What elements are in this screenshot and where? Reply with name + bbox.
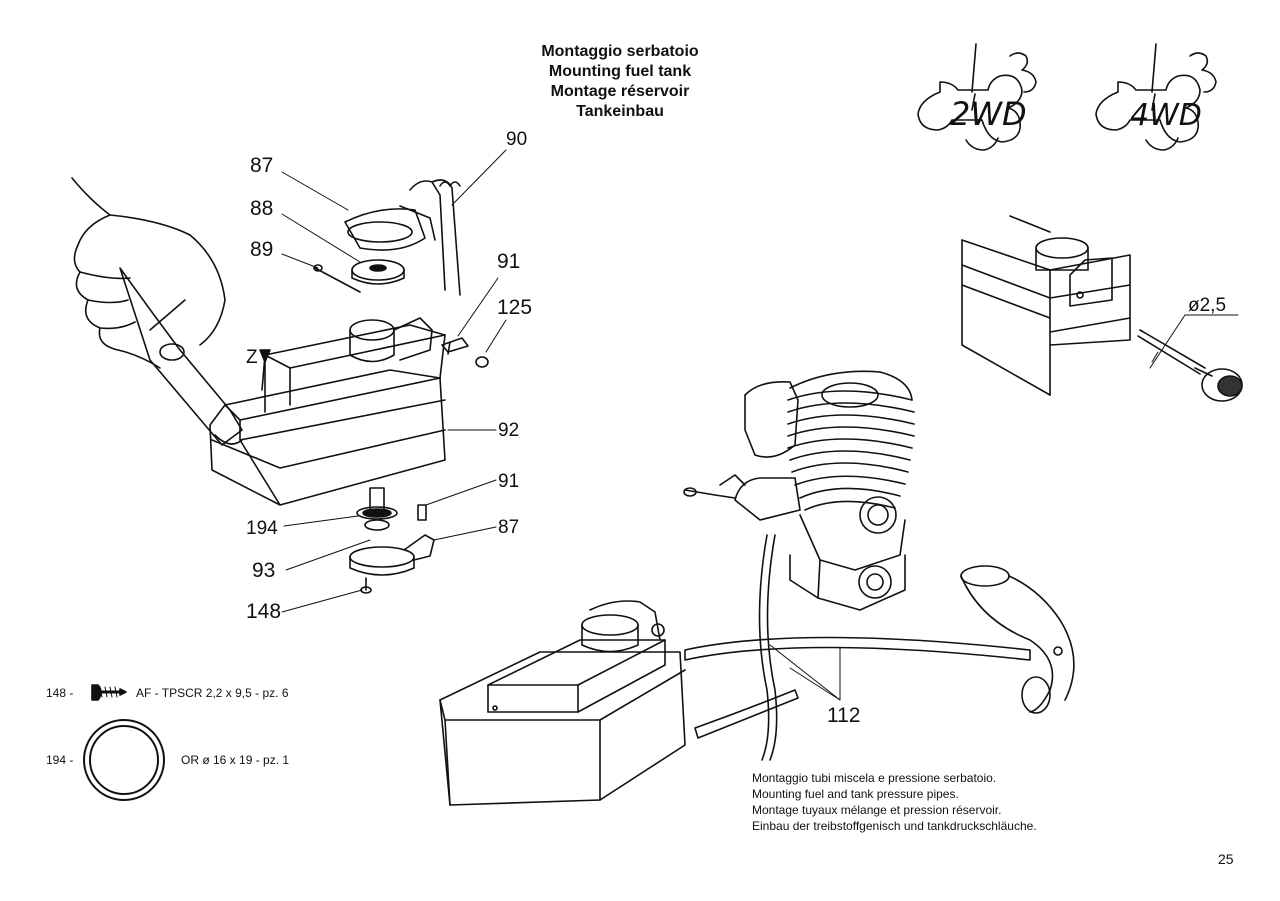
caption-french: Montage tuyaux mélange et pression réser… bbox=[752, 803, 1002, 817]
label-88-washer: 88 bbox=[250, 197, 274, 220]
page-title: Montaggio serbatoio Mounting fuel tank M… bbox=[480, 42, 760, 122]
tank-detail-right bbox=[961, 215, 1243, 402]
legend-screw-code: 148 - bbox=[46, 686, 74, 700]
label-92-tank: 92 bbox=[498, 420, 520, 441]
label-87-bottom: 87 bbox=[498, 517, 520, 538]
legend-screw-text: AF - TPSCR 2,2 x 9,5 - pz. 6 bbox=[136, 686, 289, 700]
label-148-screw: 148 bbox=[246, 600, 282, 623]
screw-glyph bbox=[91, 684, 127, 701]
label-87-cap: 87 bbox=[250, 154, 274, 177]
legend-oring-code: 194 - bbox=[46, 753, 74, 767]
hand-with-knife bbox=[71, 177, 243, 446]
badge-4wd: 4WD bbox=[1095, 43, 1217, 151]
label-91-nipple-bottom: 91 bbox=[498, 471, 520, 492]
fuel-nipple-top bbox=[441, 337, 489, 368]
badge-2wd-text: 2WD bbox=[950, 95, 1027, 133]
tank-bottom-parts bbox=[349, 487, 435, 594]
label-89-pin: 89 bbox=[250, 238, 274, 261]
label-z: Z bbox=[246, 347, 258, 368]
leader-lines bbox=[281, 149, 841, 701]
label-91-nipple-top: 91 bbox=[497, 250, 521, 273]
tank-cap-parts bbox=[313, 179, 461, 296]
title-italian: Montaggio serbatoio bbox=[541, 43, 699, 60]
badge-2wd: 2WD bbox=[917, 43, 1037, 151]
label-90-spring: 90 bbox=[506, 129, 528, 150]
legend-oring-text: OR ø 16 x 19 - pz. 1 bbox=[181, 753, 290, 767]
title-english: Mounting fuel tank bbox=[548, 63, 692, 80]
label-93-ring: 93 bbox=[252, 559, 276, 582]
caption-german: Einbau der treibstoffgenisch und tankdru… bbox=[752, 819, 1037, 833]
page-number: 25 bbox=[1218, 851, 1234, 867]
title-french: Montage réservoir bbox=[550, 83, 690, 100]
oring-glyph bbox=[83, 719, 165, 801]
fuel-tank-exploded bbox=[209, 317, 446, 506]
badge-4wd-text: 4WD bbox=[1130, 98, 1202, 133]
caption-english: Mounting fuel and tank pressure pipes. bbox=[752, 787, 959, 801]
pipes-caption: Montaggio tubi miscela e pressione serba… bbox=[752, 770, 1037, 834]
fuel-tank-installed bbox=[439, 600, 686, 806]
label-112-pipes: 112 bbox=[827, 704, 861, 727]
title-german: Tankeinbau bbox=[576, 103, 664, 120]
caption-italian: Montaggio tubi miscela e pressione serba… bbox=[752, 771, 997, 785]
engine-assembly bbox=[683, 370, 1075, 761]
label-194-oring: 194 bbox=[246, 518, 278, 539]
label-diameter: ø2,5 bbox=[1188, 295, 1227, 316]
label-125-clip: 125 bbox=[497, 296, 533, 319]
